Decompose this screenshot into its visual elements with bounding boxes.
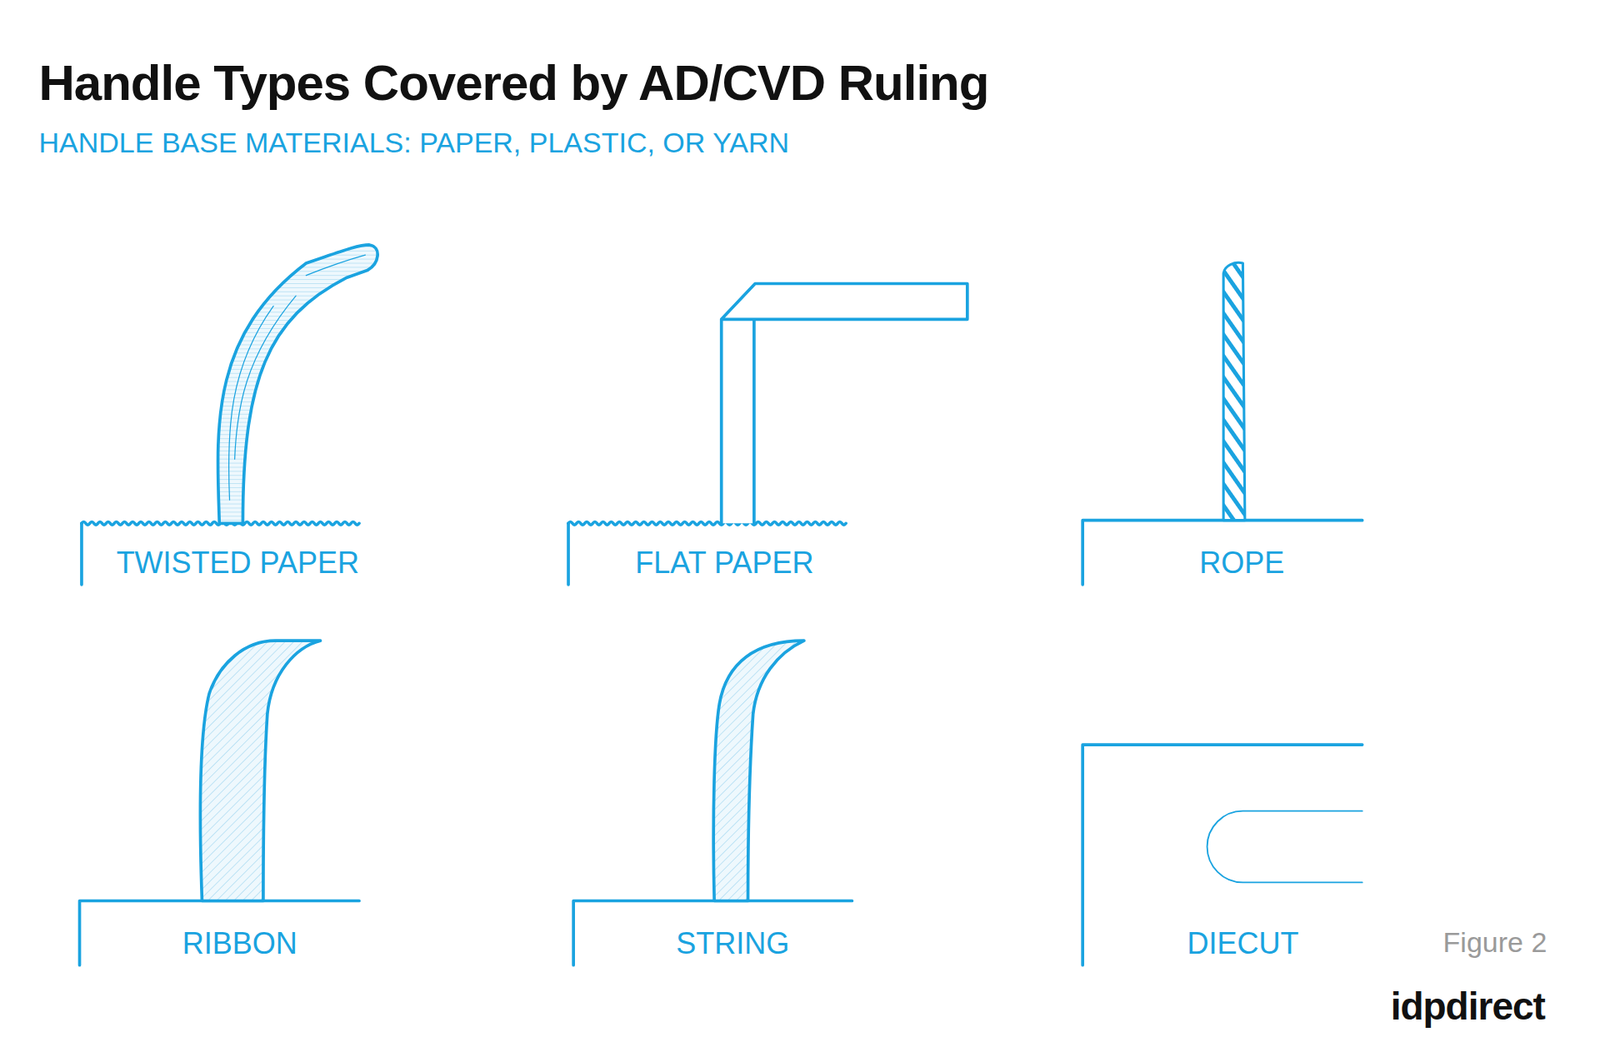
handle-label: TWISTED PAPER [116, 546, 360, 580]
flat-paper-handle [721, 283, 968, 524]
torn-edge [568, 521, 846, 525]
subtitle: HANDLE BASE MATERIALS: PAPER, PLASTIC, O… [39, 127, 790, 159]
base-bracket [1082, 520, 1363, 585]
handle-label: STRING [675, 927, 790, 961]
ribbon-handle [200, 640, 320, 901]
handle-label: DIECUT [1186, 927, 1299, 961]
brand-logo: idpdirect [1390, 985, 1545, 1029]
handle-label: RIBBON [182, 927, 298, 961]
base-bracket [80, 523, 84, 585]
diecut-slot [1207, 811, 1363, 884]
twisted-paper-handle [218, 245, 379, 524]
base-bracket [566, 523, 570, 585]
base-bracket [573, 900, 852, 965]
handle-label: ROPE [1199, 546, 1285, 580]
base-bracket [80, 900, 360, 965]
handle-label: FLAT PAPER [635, 546, 814, 580]
string-handle [713, 640, 805, 901]
twist-texture [228, 255, 365, 500]
title: Handle Types Covered by AD/CVD Ruling [39, 55, 990, 111]
base-bracket [1082, 745, 1363, 966]
rope-handle [1223, 262, 1245, 520]
figure-number: Figure 2 [1443, 927, 1548, 959]
